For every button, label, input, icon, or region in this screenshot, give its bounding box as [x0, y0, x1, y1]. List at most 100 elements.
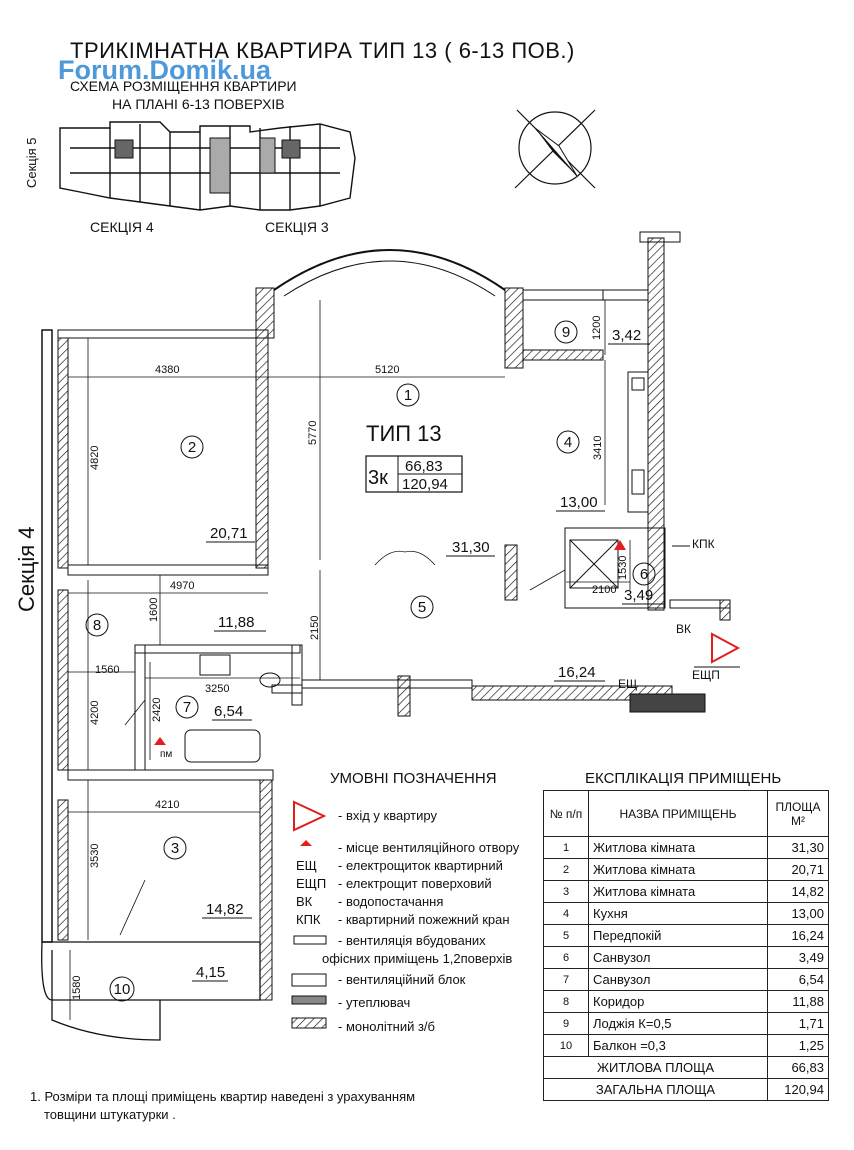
footnote: 1. Розміри та площі приміщень квартир на…: [30, 1088, 415, 1124]
legend-item-insulation: - утеплювач: [338, 995, 411, 1010]
dim-2150: 2150: [309, 616, 321, 640]
room-8-number: 8: [93, 617, 101, 634]
type-label: ТИП 13: [366, 421, 442, 446]
scheme-caption-line1: СХЕМА РОЗМІЩЕННЯ КВАРТИРИ: [70, 78, 297, 94]
dim-1580: 1580: [71, 976, 83, 1000]
legend-item-office-vent-2: офісних приміщень 1,2поверхів: [322, 951, 513, 966]
dim-5120: 5120: [375, 364, 399, 376]
legend-item-vent-block: - вентиляційний блок: [338, 972, 466, 987]
col-num-header: № п/п: [543, 790, 589, 837]
legend-item-eshch: - електрощиток квартирний: [338, 858, 503, 873]
dim-4200: 4200: [89, 701, 101, 725]
room-3-area: 14,82: [206, 901, 244, 918]
legend-item-entry: - вхід у квартиру: [338, 808, 437, 823]
room-7-number: 7: [183, 699, 191, 716]
room-10-number: 10: [114, 981, 131, 998]
dim-3530: 3530: [89, 844, 101, 868]
page-title: ТРИКІМНАТНА КВАРТИРА ТИП 13 ( 6-13 ПОВ.): [70, 38, 575, 63]
legend-insulation-icon: [291, 995, 327, 1005]
room-8-area: 11,88: [218, 614, 254, 631]
eshchp-mark: ЕЩП: [692, 668, 720, 682]
room-2-area: 20,71: [210, 525, 248, 542]
legend-title: УМОВНІ ПОЗНАЧЕННЯ: [330, 770, 497, 787]
legend-symbols: [291, 800, 327, 1029]
room-6-area: 3,49: [624, 587, 653, 604]
legend-entry-icon: [293, 800, 327, 832]
room-9-number: 9: [562, 324, 570, 341]
room-5-area: 16,24: [558, 664, 596, 681]
col-name-header: НАЗВА ПРИМІЩЕНЬ: [588, 790, 768, 837]
footnote-line2: товщини штукатурки .: [44, 1107, 176, 1122]
col-area-header: ПЛОЩА М²: [767, 790, 829, 837]
watermark: Forum.Domik.ua: [58, 55, 272, 85]
vent-marker-icon-2: [154, 737, 166, 745]
legend-code-vk: ВК: [296, 894, 313, 909]
legend-monolith-icon: [291, 1017, 327, 1029]
legend-code-eshchp: ЕЩП: [296, 876, 327, 891]
legend-item-kpk: - квартирний пожежний кран: [338, 912, 510, 927]
legend-code-kpk: КПК: [296, 912, 321, 927]
room-5-number: 5: [418, 599, 426, 616]
scheme-caption-line2: НА ПЛАНІ 6-13 ПОВЕРХІВ: [112, 96, 285, 112]
dim-3250: 3250: [205, 683, 229, 695]
legend-item-vent: - місце вентиляційного отвору: [338, 840, 520, 855]
legend-item-eshchp: - електрощит поверховий: [338, 876, 492, 891]
key-plan: [59, 121, 356, 211]
dim-1560: 1560: [95, 664, 119, 676]
type-living-area: 66,83: [405, 458, 443, 475]
dim-4970: 4970: [170, 580, 194, 592]
room-2-number: 2: [188, 439, 196, 456]
dim-2420: 2420: [151, 698, 163, 722]
legend-item-office-vent: - вентиляція вбудованих: [338, 933, 486, 948]
legend-vent-block-icon: [291, 973, 327, 987]
dim-4210: 4210: [155, 799, 179, 811]
entry-marker-icon: [711, 632, 741, 664]
legend-vent-icon: [300, 840, 312, 846]
section-4-side-label: Секція 4: [14, 526, 39, 613]
legend-office-vent-icon: [293, 935, 327, 945]
dim-3410: 3410: [592, 436, 604, 460]
legend-item-vk: - водопостачання: [338, 894, 444, 909]
legend-item-monolith: - монолітний з/б: [338, 1019, 435, 1034]
room-9-area: 3,42: [612, 327, 641, 344]
room-6-number: 6: [640, 566, 648, 583]
pm-mark: пм: [160, 749, 172, 760]
dim-2100: 2100: [592, 584, 616, 596]
room-1-area: 31,30: [452, 539, 490, 556]
section-4-small-label: СЕКЦІЯ 4: [90, 219, 154, 235]
legend-code-eshch: ЕЩ: [296, 858, 317, 873]
dim-1530: 1530: [617, 556, 629, 580]
vk-mark: ВК: [676, 622, 691, 636]
footnote-line1: 1. Розміри та площі приміщень квартир на…: [30, 1089, 416, 1104]
room-4-number: 4: [564, 434, 572, 451]
eshch-mark: ЕЩ: [618, 677, 637, 691]
room-4-area: 13,00: [560, 494, 598, 511]
section-3-small-label: СЕКЦІЯ 3: [265, 219, 329, 235]
kpk-mark: КПК: [692, 537, 715, 551]
type-total-area: 120,94: [402, 476, 448, 493]
dim-5770: 5770: [307, 421, 319, 445]
dim-1200: 1200: [591, 316, 603, 340]
rooms-code: 3к: [368, 467, 388, 489]
dim-4820: 4820: [89, 446, 101, 470]
north-arrow-icon: [514, 109, 596, 189]
dim-1600: 1600: [148, 598, 160, 622]
dim-4380: 4380: [155, 364, 179, 376]
room-1-number: 1: [404, 387, 412, 404]
room-10-area: 4,15: [196, 964, 225, 981]
room-7-area: 6,54: [214, 703, 243, 720]
